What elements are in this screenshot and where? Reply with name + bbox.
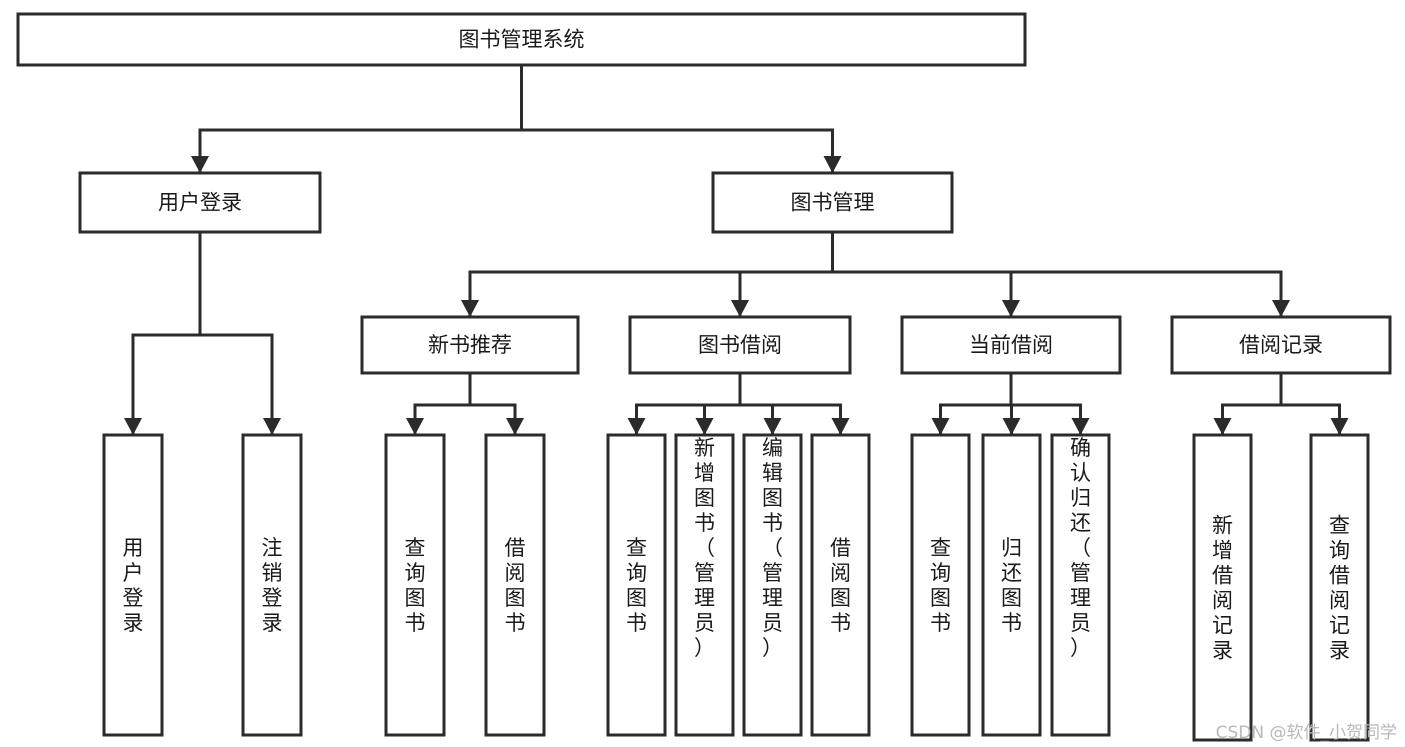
node-box-borrow-record [1170, 315, 1392, 375]
edge-group-new-book-rec [406, 371, 524, 436]
node-label-leaf-borrow-book-rec: 借阅图书 [505, 536, 526, 635]
arrow-head-icon [831, 418, 850, 435]
node-box-leaf-user-logout [241, 433, 303, 737]
node-label-leaf-borrow-book-bb: 借阅图书 [830, 536, 851, 635]
node-box-leaf-query-book-cb [910, 433, 971, 737]
arrow-head-icon [191, 156, 209, 173]
edge-group-borrow-record [1213, 371, 1349, 436]
node-leaf-confirm-return-admin[interactable]: 确认归还（管理员） [1050, 433, 1111, 737]
node-box-leaf-add-book-admin [674, 433, 735, 737]
node-label-current-borrow: 当前借阅 [969, 333, 1053, 357]
node-box-leaf-borrow-book-bb [810, 433, 871, 737]
node-book-manage[interactable]: 图书管理 [711, 171, 954, 234]
node-label-leaf-query-borrow-record: 查询借阅记录 [1329, 514, 1350, 663]
arrow-head-icon [1213, 418, 1232, 435]
arrow-head-icon [1272, 300, 1290, 317]
node-leaf-query-borrow-record[interactable]: 查询借阅记录 [1309, 433, 1370, 742]
node-box-leaf-confirm-return-admin [1050, 433, 1111, 737]
node-label-leaf-return-book: 归还图书 [1001, 536, 1022, 635]
node-leaf-return-book[interactable]: 归还图书 [981, 433, 1042, 737]
node-leaf-query-book-rec[interactable]: 查询图书 [384, 433, 446, 737]
node-box-leaf-borrow-book-rec [484, 433, 546, 737]
node-box-root [16, 12, 1027, 67]
arrow-head-icon [1002, 300, 1020, 317]
node-box-book-borrow [628, 315, 852, 375]
node-new-book-rec[interactable]: 新书推荐 [360, 315, 580, 375]
node-leaf-add-borrow-record[interactable]: 新增借阅记录 [1192, 433, 1253, 742]
edge-group-user-login [124, 230, 281, 436]
csdn-watermark: CSDN @软件_小贺同学 [1215, 723, 1397, 743]
arrow-head-icon [461, 300, 479, 317]
node-box-leaf-query-borrow-record [1309, 433, 1370, 742]
node-leaf-borrow-book-rec[interactable]: 借阅图书 [484, 433, 546, 737]
node-leaf-edit-book-admin[interactable]: 编辑图书（管理员） [742, 433, 803, 737]
node-leaf-add-book-admin[interactable]: 新增图书（管理员） [674, 433, 735, 737]
node-label-borrow-record: 借阅记录 [1239, 333, 1323, 357]
arrow-head-icon [695, 418, 714, 435]
edge-group-root [191, 63, 842, 174]
node-label-leaf-query-book-bb: 查询图书 [626, 536, 647, 635]
nodes-layer: 图书管理系统用户登录图书管理新书推荐图书借阅当前借阅借阅记录用户登录注销登录查询… [16, 12, 1392, 742]
arrow-head-icon [931, 418, 950, 435]
node-box-new-book-rec [360, 315, 580, 375]
arrow-head-icon [506, 418, 524, 435]
arrow-head-icon [731, 300, 749, 317]
node-box-leaf-add-borrow-record [1192, 433, 1253, 742]
node-box-current-borrow [900, 315, 1122, 375]
node-leaf-query-book-cb[interactable]: 查询图书 [910, 433, 971, 737]
edges-layer [124, 63, 1349, 436]
edge-group-book-borrow [627, 371, 850, 436]
node-label-new-book-rec: 新书推荐 [428, 333, 512, 357]
node-label-leaf-user-login: 用户登录 [123, 536, 144, 635]
edge-group-book-manage [461, 230, 1290, 318]
node-label-root: 图书管理系统 [459, 28, 585, 52]
node-label-user-login: 用户登录 [158, 191, 242, 215]
arrow-head-icon [1002, 418, 1021, 435]
node-label-leaf-query-book-cb: 查询图书 [930, 536, 951, 635]
node-leaf-user-logout[interactable]: 注销登录 [241, 433, 303, 737]
node-book-borrow[interactable]: 图书借阅 [628, 315, 852, 375]
node-leaf-borrow-book-bb[interactable]: 借阅图书 [810, 433, 871, 737]
node-label-book-borrow: 图书借阅 [698, 333, 782, 357]
node-box-leaf-return-book [981, 433, 1042, 737]
node-label-leaf-edit-book-admin: 编辑图书（管理员） [762, 436, 783, 660]
node-user-login[interactable]: 用户登录 [78, 171, 322, 234]
node-leaf-user-login[interactable]: 用户登录 [102, 433, 164, 737]
arrow-head-icon [124, 418, 142, 435]
arrow-head-icon [763, 418, 782, 435]
node-box-leaf-user-login [102, 433, 164, 737]
node-root[interactable]: 图书管理系统 [16, 12, 1027, 67]
node-borrow-record[interactable]: 借阅记录 [1170, 315, 1392, 375]
arrow-head-icon [823, 156, 842, 173]
node-label-leaf-query-book-rec: 查询图书 [405, 536, 426, 635]
node-box-leaf-edit-book-admin [742, 433, 803, 737]
edge-group-current-borrow [931, 371, 1090, 436]
node-box-user-login [78, 171, 322, 234]
arrow-head-icon [263, 418, 281, 435]
arrow-head-icon [1071, 418, 1090, 435]
node-leaf-query-book-bb[interactable]: 查询图书 [606, 433, 667, 737]
node-label-leaf-user-logout: 注销登录 [262, 536, 283, 635]
node-current-borrow[interactable]: 当前借阅 [900, 315, 1122, 375]
arrow-head-icon [1330, 418, 1349, 435]
node-label-book-manage: 图书管理 [791, 191, 875, 215]
node-label-leaf-add-book-admin: 新增图书（管理员） [694, 436, 715, 660]
node-box-leaf-query-book-rec [384, 433, 446, 737]
arrow-head-icon [406, 418, 424, 435]
node-label-leaf-confirm-return-admin: 确认归还（管理员） [1070, 436, 1091, 660]
node-box-book-manage [711, 171, 954, 234]
node-box-leaf-query-book-bb [606, 433, 667, 737]
arrow-head-icon [627, 418, 646, 435]
node-label-leaf-add-borrow-record: 新增借阅记录 [1212, 514, 1233, 663]
